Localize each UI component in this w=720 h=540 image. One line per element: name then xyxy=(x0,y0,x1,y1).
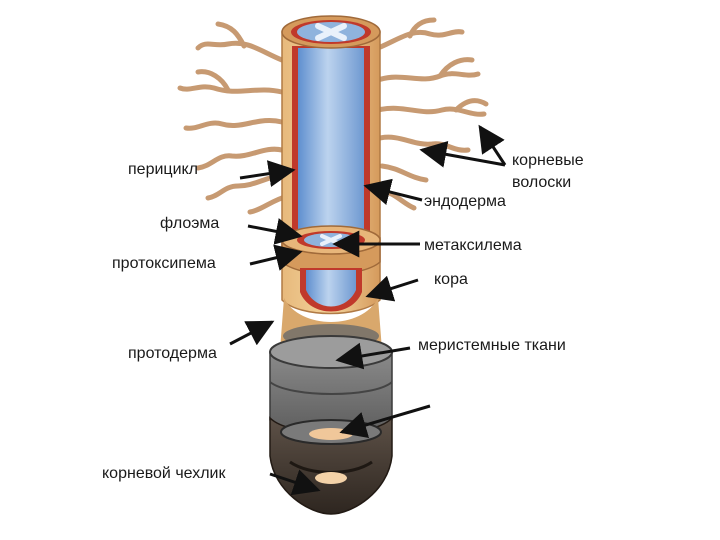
label-protoderm: протодерма xyxy=(128,345,217,362)
label-root-hairs-line1: корневые xyxy=(512,152,584,169)
label-meristem: меристемные ткани xyxy=(418,337,566,354)
label-endodermis: эндодерма xyxy=(424,193,506,210)
label-root-hairs: корневые волоски xyxy=(512,150,584,194)
label-root-hairs-line2: волоски xyxy=(512,174,572,191)
label-protoxylem: протоксипема xyxy=(112,255,216,272)
label-metaxylem: метаксилема xyxy=(424,237,522,254)
label-cortex: кора xyxy=(434,271,468,288)
label-phloem: флоэма xyxy=(160,215,220,232)
label-pericycle: перицикл xyxy=(128,161,199,178)
label-root-cap: корневой чехлик xyxy=(102,465,226,482)
